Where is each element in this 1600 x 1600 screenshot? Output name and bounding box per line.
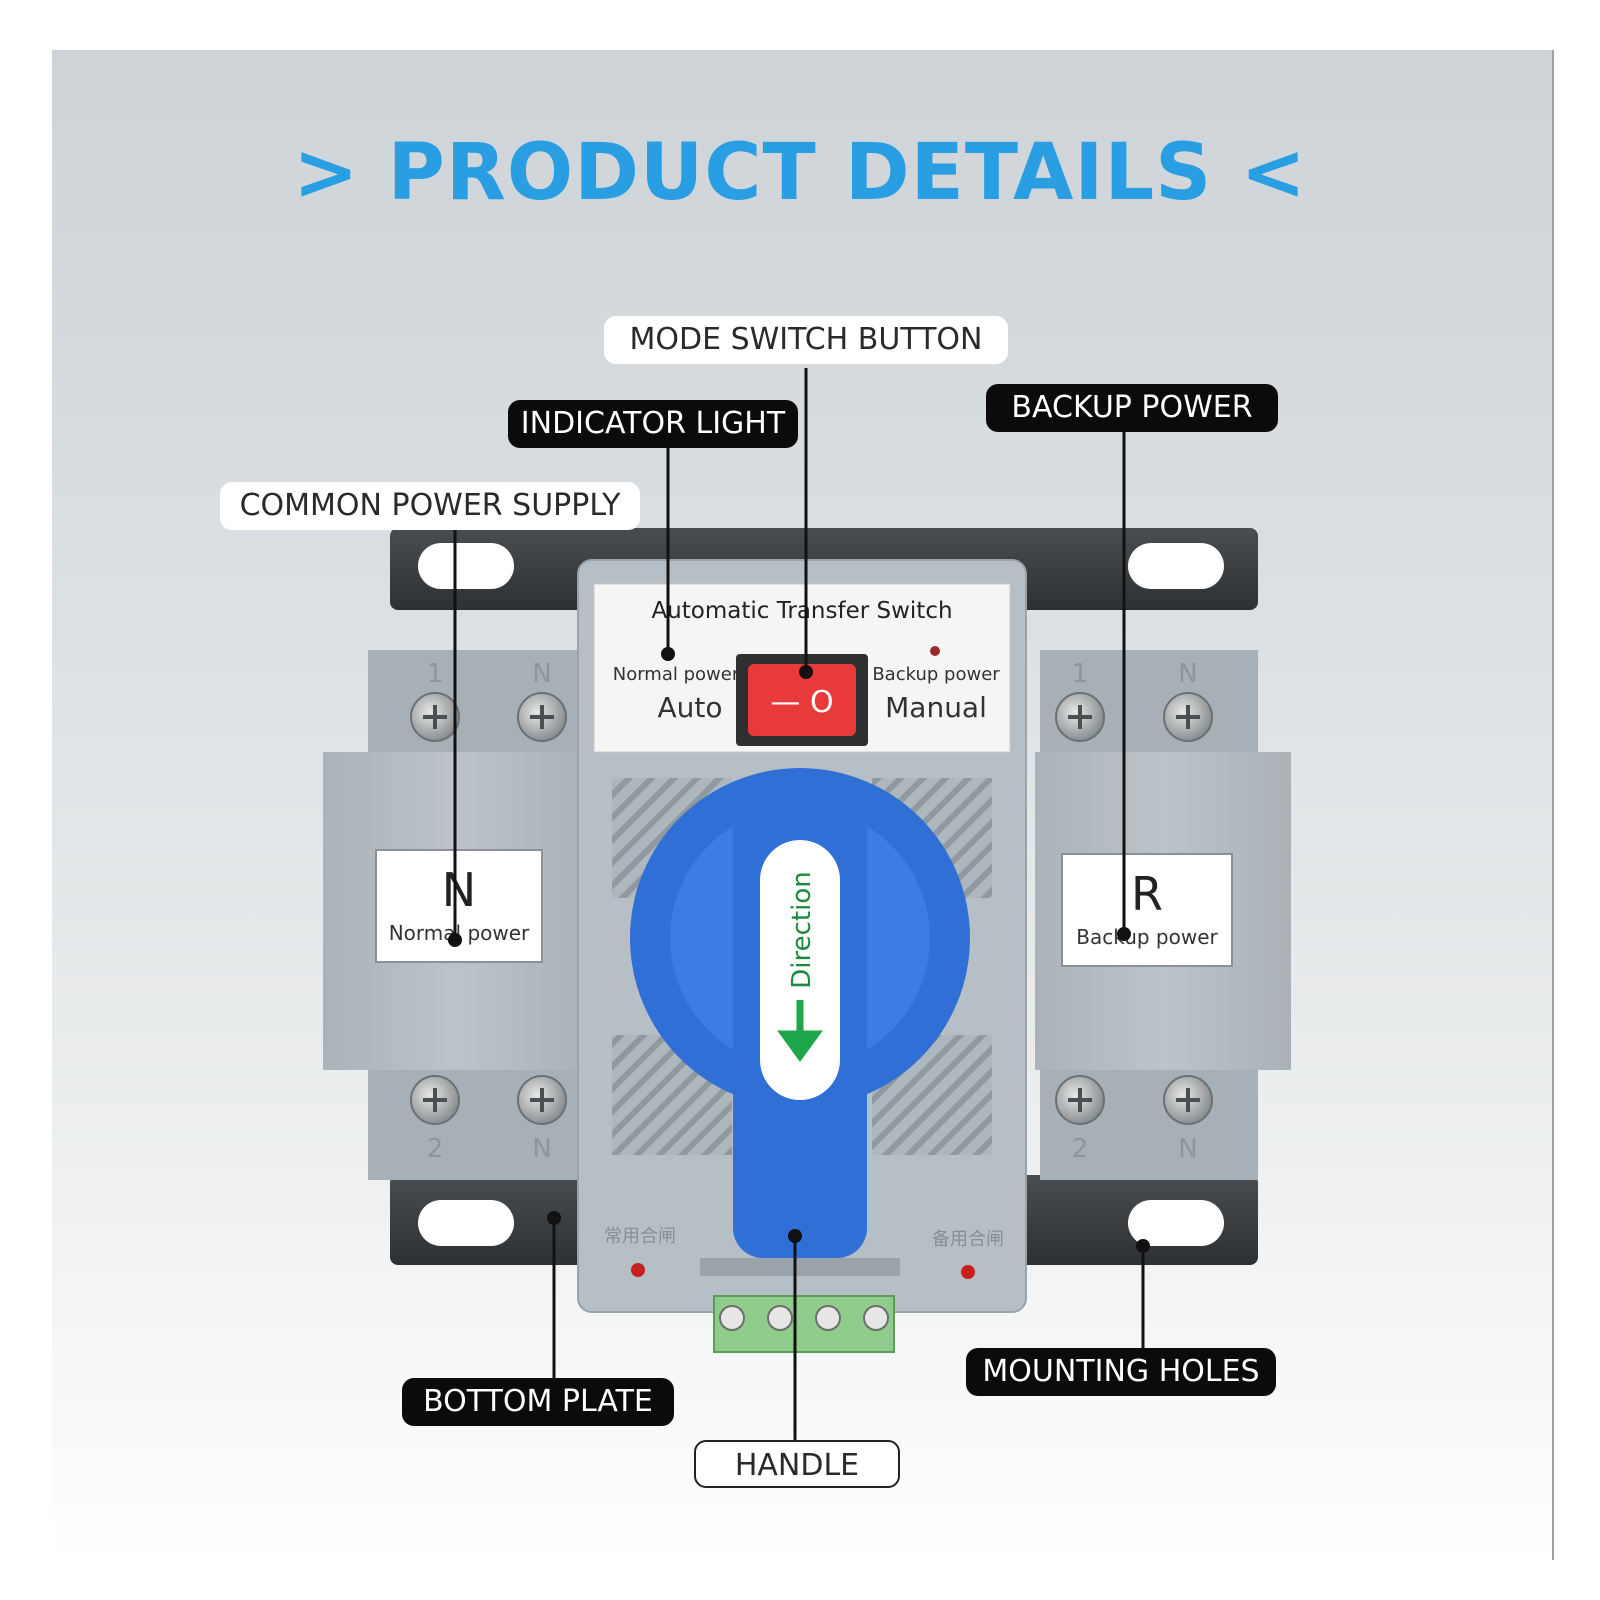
callout-mode-switch-button: MODE SWITCH BUTTON (604, 316, 1008, 364)
callout-indicator-light: INDICATOR LIGHT (508, 400, 798, 448)
terminal-mark: N (532, 1134, 551, 1164)
auto-label: Auto (657, 691, 722, 724)
terminal-mark: N (532, 659, 551, 689)
bottom-left-mark: 常用合闸 (604, 1226, 676, 1247)
indicator-led-left (631, 1263, 645, 1277)
callout-bottom-plate: BOTTOM PLATE (402, 1378, 674, 1426)
normal-power-letter: N (442, 863, 476, 917)
terminal-mark: 2 (1072, 1134, 1089, 1164)
leader-lines (453, 368, 1145, 1440)
left-module (323, 650, 591, 1180)
terminal-mark: N (1178, 1134, 1197, 1164)
page-title: > PRODUCT DETAILS < (293, 128, 1307, 218)
callout-common-power-supply: COMMON POWER SUPPLY (220, 482, 640, 530)
normal-power-text: Normal power (613, 664, 740, 685)
terminal-markings: 1 N 1 N 2 N 2 N (427, 659, 1198, 1164)
switch-symbols: — O (770, 685, 833, 720)
indicator-light-dot (930, 646, 940, 656)
rotary-handle (630, 768, 970, 1258)
panel-title: Automatic Transfer Switch (651, 598, 952, 624)
backup-power-text: Backup power (872, 664, 1000, 685)
callout-mounting-holes: MOUNTING HOLES (966, 1348, 1276, 1396)
backup-power-letter: R (1131, 867, 1163, 921)
mounting-holes (418, 543, 1224, 1246)
terminal-screws (410, 692, 1213, 1125)
callout-backup-power: BACKUP POWER (986, 384, 1278, 432)
terminal-mark: N (1178, 659, 1197, 689)
callout-handle: HANDLE (694, 1440, 900, 1488)
handle-direction-text: Direction (787, 871, 817, 988)
terminal-mark: 2 (427, 1134, 444, 1164)
backup-power-label: Backup power (1076, 925, 1218, 949)
manual-label: Manual (885, 691, 987, 724)
control-terminal-block (700, 1258, 900, 1353)
terminal-mark: 1 (427, 659, 444, 689)
indicator-led-right (961, 1265, 975, 1279)
leader-dots (448, 647, 1150, 1253)
terminal-mark: 1 (1072, 659, 1089, 689)
mode-switch (736, 654, 868, 746)
frame-edge (1552, 50, 1554, 1560)
bottom-right-mark: 备用合闸 (932, 1229, 1004, 1250)
